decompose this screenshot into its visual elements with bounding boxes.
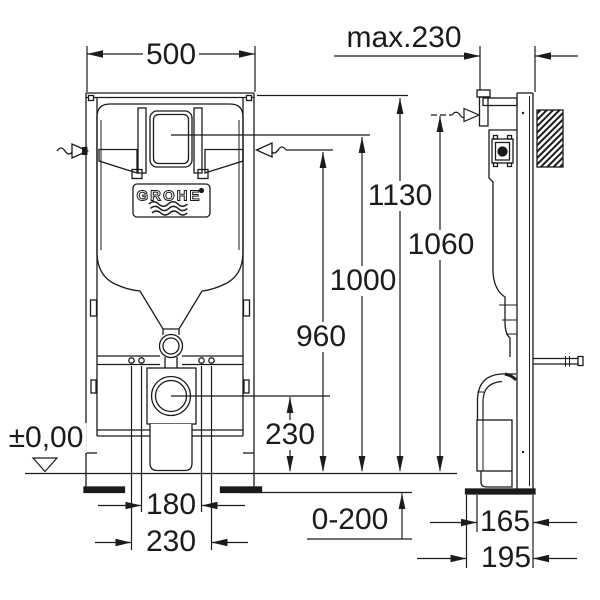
tank-internal-left	[98, 148, 138, 174]
tank-internal-right	[204, 148, 244, 174]
dim-label-bottom-230: 230	[142, 527, 200, 557]
registered-mark-dot	[198, 187, 205, 194]
base-plate	[464, 488, 536, 495]
flush-actuator-box	[131, 107, 209, 180]
cistern-side-profile	[488, 129, 517, 357]
dim-label-drain-230: 230	[261, 420, 319, 450]
logo-waves-icon	[148, 201, 188, 207]
top-wall-bracket	[476, 89, 491, 98]
datum-label: ±0,00	[5, 423, 87, 453]
drain-connector-box	[476, 419, 513, 472]
right-foot-plate	[219, 486, 263, 494]
grohe-logo-plate	[132, 183, 211, 218]
dim-label-960: 960	[294, 320, 348, 353]
flush-pipe-and-drain	[97, 329, 243, 472]
dim-label-width-500: 500	[142, 40, 200, 70]
cistern-front	[96, 103, 244, 330]
dim-label-1000: 1000	[328, 264, 398, 297]
dim-label-1130: 1130	[364, 181, 436, 211]
grohe-logo-text: GROHE	[136, 187, 202, 205]
dim-label-1060: 1060	[406, 228, 476, 261]
dim-label-180: 180	[142, 490, 200, 520]
dim-label-max-230: max.230	[343, 23, 465, 53]
dim-label-165: 165	[478, 505, 532, 538]
wall-hatch-block	[536, 109, 564, 168]
side-view	[464, 89, 584, 495]
drain-elbow	[476, 373, 516, 423]
wall-anchor-symbols-front	[56, 141, 287, 160]
dimension-lines	[25, 46, 578, 568]
datum-triangle-icon	[31, 457, 59, 473]
left-foot-plate	[83, 486, 126, 494]
dim-label-floor-range: 0-200	[308, 505, 392, 535]
dim-label-195: 195	[479, 541, 533, 574]
